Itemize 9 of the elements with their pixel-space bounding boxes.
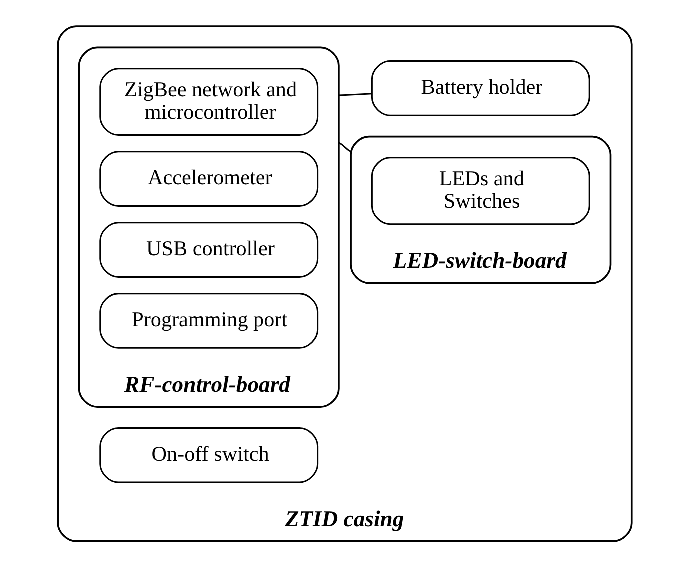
node-box: LEDs and Switches	[370, 157, 590, 226]
node-box: Battery holder	[370, 60, 590, 116]
node-box: Programming port	[99, 293, 318, 349]
connector	[338, 93, 372, 96]
node-box: ZigBee network and microcontroller	[99, 68, 318, 136]
connector	[338, 142, 351, 153]
node-box: USB controller	[99, 222, 318, 278]
node-box: On-off switch	[99, 427, 318, 484]
node-box: Accelerometer	[99, 151, 318, 207]
